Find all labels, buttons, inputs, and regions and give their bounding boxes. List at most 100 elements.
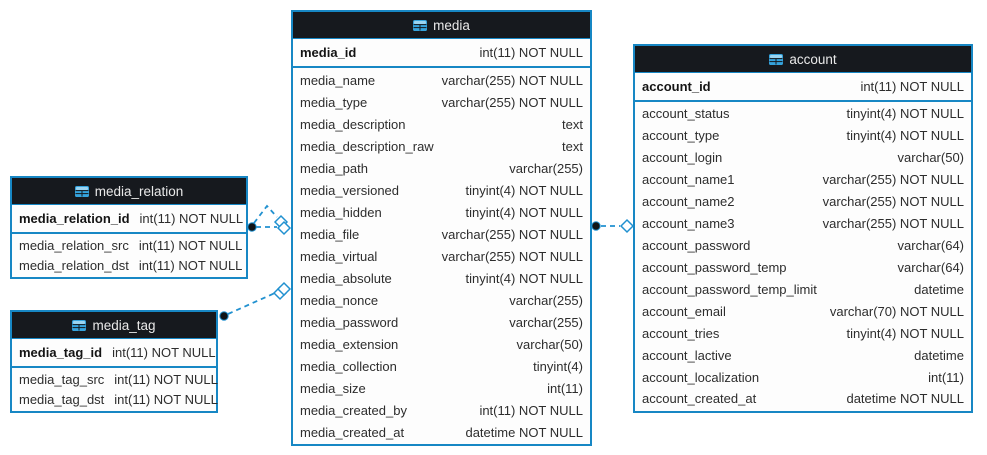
connector-media-to-account[interactable]	[591, 218, 635, 234]
column-type: int(11) NOT NULL	[114, 392, 218, 408]
table-row[interactable]: media_collection tinyint(4)	[293, 355, 590, 377]
column-name: account_type	[642, 128, 720, 144]
connector-origin-dot	[219, 311, 229, 321]
column-name: media_file	[300, 226, 360, 242]
column-type: text	[562, 138, 583, 154]
column-name: media_created_at	[300, 424, 405, 440]
table-header-account[interactable]: account	[635, 46, 971, 72]
column-type: int(11) NOT NULL	[139, 211, 244, 226]
table-row[interactable]: account_created_at datetime NOT NULL	[635, 388, 971, 410]
column-type: tinyint(4) NOT NULL	[846, 128, 964, 144]
column-type: tinyint(4) NOT NULL	[846, 106, 964, 122]
primary-key-row[interactable]: media_id int(11) NOT NULL	[293, 38, 590, 68]
connector-media-relation-to-media[interactable]	[247, 204, 292, 236]
table-account[interactable]: account account_id int(11) NOT NULL acco…	[633, 44, 973, 413]
table-row[interactable]: media_path varchar(255)	[293, 157, 590, 179]
column-type: datetime	[914, 281, 964, 297]
column-name: account_login	[642, 150, 723, 166]
connector-diamond	[619, 218, 635, 234]
table-row[interactable]: account_login varchar(50)	[635, 147, 971, 169]
column-type: int(11) NOT NULL	[479, 45, 583, 60]
column-type: tinyint(4) NOT NULL	[465, 270, 583, 286]
column-type: varchar(50)	[897, 150, 964, 166]
table-row[interactable]: account_type tinyint(4) NOT NULL	[635, 125, 971, 147]
connector-origin-dot	[591, 221, 601, 231]
column-name: account_name1	[642, 172, 735, 188]
column-type: int(11)	[928, 369, 964, 385]
connector-media-tag-to-media[interactable]	[219, 281, 292, 321]
table-row[interactable]: account_email varchar(70) NOT NULL	[635, 300, 971, 322]
connector-diamond	[272, 285, 288, 301]
table-media[interactable]: media media_id int(11) NOT NULL media_na…	[291, 10, 592, 446]
column-name: account_localization	[642, 369, 760, 385]
column-name: media_path	[300, 160, 368, 176]
column-type: datetime	[914, 347, 964, 363]
column-type: text	[562, 116, 583, 132]
column-name: media_extension	[300, 336, 399, 352]
column-name: media_size	[300, 380, 366, 396]
column-name: media_virtual	[300, 248, 378, 264]
table-header-media[interactable]: media	[293, 12, 590, 38]
primary-key-row[interactable]: media_tag_id int(11) NOT NULL	[12, 338, 216, 368]
primary-key-row[interactable]: media_relation_id int(11) NOT NULL	[12, 204, 246, 234]
column-type: tinyint(4)	[533, 358, 583, 374]
table-media-tag[interactable]: media_tag media_tag_id int(11) NOT NULL …	[10, 310, 218, 413]
column-type: int(11) NOT NULL	[479, 402, 583, 418]
column-name: media_collection	[300, 358, 397, 374]
column-type: tinyint(4) NOT NULL	[846, 325, 964, 341]
table-header-media-relation[interactable]: media_relation	[12, 178, 246, 204]
table-row[interactable]: account_name1 varchar(255) NOT NULL	[635, 169, 971, 191]
column-type: datetime NOT NULL	[846, 391, 964, 407]
table-header-media-tag[interactable]: media_tag	[12, 312, 216, 338]
column-type: varchar(50)	[516, 336, 583, 352]
column-name: account_password	[642, 237, 751, 253]
column-type: int(11) NOT NULL	[114, 371, 218, 387]
table-icon	[769, 53, 784, 65]
column-type: varchar(255)	[509, 292, 583, 308]
column-type: varchar(255) NOT NULL	[822, 172, 964, 188]
column-name: account_email	[642, 303, 726, 319]
column-name: account_tries	[642, 325, 720, 341]
column-type: int(11) NOT NULL	[860, 79, 964, 94]
table-row[interactable]: media_extension varchar(50)	[293, 333, 590, 355]
primary-key-row[interactable]: account_id int(11) NOT NULL	[635, 72, 971, 102]
table-media-relation[interactable]: media_relation media_relation_id int(11)…	[10, 176, 248, 279]
column-type: varchar(255)	[509, 160, 583, 176]
connector-origin-dot	[247, 222, 257, 232]
column-name: media_hidden	[300, 204, 382, 220]
table-row[interactable]: account_localization int(11)	[635, 366, 971, 388]
column-name: media_tag_id	[19, 345, 103, 360]
column-name: media_relation_dst	[19, 258, 129, 274]
table-row[interactable]: account_tries tinyint(4) NOT NULL	[635, 322, 971, 344]
column-name: account_created_at	[642, 391, 757, 407]
column-type: varchar(70) NOT NULL	[829, 303, 964, 319]
